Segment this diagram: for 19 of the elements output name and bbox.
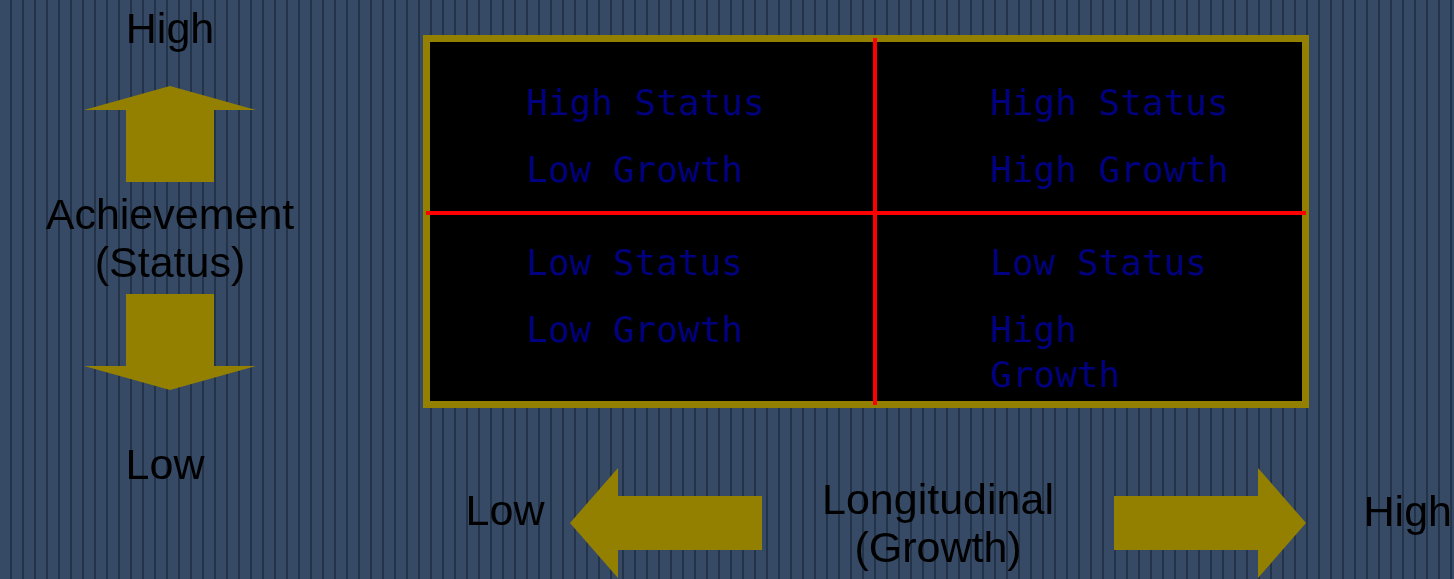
axis-label: Longitudinal (Growth) bbox=[821, 475, 1055, 571]
axis-label: High bbox=[1363, 487, 1452, 535]
axis-label: Low bbox=[125, 440, 205, 488]
block-arrow bbox=[84, 86, 256, 182]
quadrant-label: Low Status bbox=[526, 241, 744, 285]
quadrant-label: Low Status bbox=[990, 241, 1208, 285]
quadrant-label: Low Growth bbox=[526, 308, 744, 352]
quadrant-label: High Status bbox=[990, 81, 1230, 125]
block-arrow bbox=[84, 294, 256, 390]
axis-label: Low bbox=[465, 486, 545, 534]
block-arrow bbox=[1114, 468, 1306, 578]
axis-label: Achievement (Status) bbox=[44, 190, 296, 286]
axis-label: High bbox=[125, 4, 215, 52]
quadrant-label: High Growth bbox=[990, 308, 1122, 397]
quadrant-label: High Growth bbox=[990, 148, 1230, 192]
matrix-box bbox=[423, 35, 1309, 408]
quadrant-label: High Status bbox=[526, 81, 766, 125]
quadrant-label: Low Growth bbox=[526, 148, 744, 192]
block-arrow bbox=[570, 468, 762, 578]
